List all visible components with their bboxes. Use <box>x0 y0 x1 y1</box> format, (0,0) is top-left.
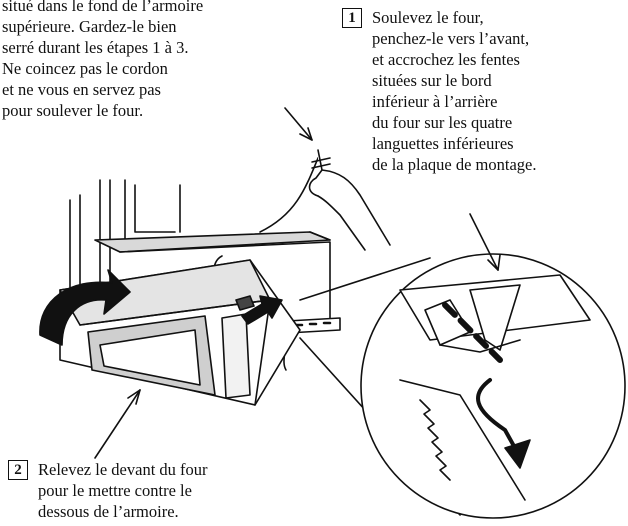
cord-pointer-arrowhead <box>299 127 313 141</box>
step-1-line: penchez-le vers l’avant, <box>372 29 530 48</box>
cord-warning-note: situé dans le fond de l’armoire supérieu… <box>2 0 203 121</box>
note-line: situé dans le fond de l’armoire <box>2 0 204 15</box>
step-1-instructions: Soulevez le four, penchez-le vers l’avan… <box>372 7 536 175</box>
detail-zoom-circle <box>360 253 626 519</box>
zoom-line-upper <box>299 257 431 301</box>
upper-cabinet <box>69 179 331 331</box>
note-line: supérieure. Gardez-le bien <box>2 17 177 36</box>
step-2-number: 2 <box>8 460 28 480</box>
step-1-line: languettes inférieures <box>372 134 514 153</box>
tilt-forward-arrow <box>39 269 131 346</box>
cord-pointer-arrow <box>284 107 313 141</box>
step-1-line: de la plaque de montage. <box>372 155 537 174</box>
step2-pointer-arrowhead <box>127 389 141 405</box>
note-line: et ne vous en servez pas <box>2 80 161 99</box>
step-2-line: Relevez le devant du four <box>38 460 208 479</box>
step-1-line: situées sur le bord <box>372 71 492 90</box>
step-1-line: du four sur les quatre <box>372 113 513 132</box>
note-line: pour soulever le four. <box>2 101 144 120</box>
hand-holding-plug <box>308 149 391 251</box>
push-back-arrow <box>241 295 283 325</box>
step2-pointer-line <box>94 389 141 459</box>
step-2-line: dessous de l’armoire. <box>38 502 179 521</box>
note-line: Ne coincez pas le cordon <box>2 59 168 78</box>
note-line: serré durant les étapes 1 à 3. <box>2 38 189 57</box>
step1-pointer-arrowhead <box>487 254 501 271</box>
step-1-line: Soulevez le four, <box>372 8 484 27</box>
step1-pointer-line <box>469 213 499 271</box>
step-1-line: inférieur à l’arrière <box>372 92 498 111</box>
step-2-line: pour le mettre contre le <box>38 481 192 500</box>
step-1-line: et accrochez les fentes <box>372 50 520 69</box>
step-1-number: 1 <box>342 8 362 28</box>
step-2-instructions: Relevez le devant du four pour le mettre… <box>38 459 208 522</box>
